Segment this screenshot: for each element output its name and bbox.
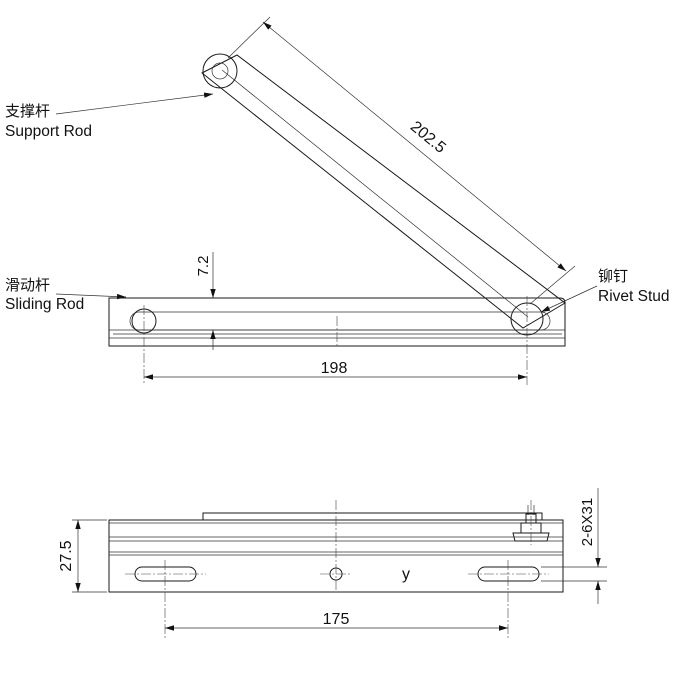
sliding-rod-label-en: Sliding Rod — [5, 296, 84, 313]
dimension-support-length: 202.5 — [227, 16, 576, 305]
sliding-rod — [108, 296, 566, 385]
slot-size-value: 2-6X31 — [579, 498, 596, 546]
support-rod-pivot — [202, 53, 238, 89]
support-rod — [201, 53, 566, 329]
dimension-slot-size: 2-6X31 — [541, 488, 607, 604]
callout-sliding-rod: 滑动杆 Sliding Rod — [5, 276, 127, 313]
dimension-slot-spacing: 175 — [165, 611, 508, 631]
top-view: 202.5 7.2 198 支撑杆 Support Rod 滑动杆 Slidin… — [5, 16, 670, 385]
rivet-stud-label-en: Rivet Stud — [598, 288, 670, 305]
side-body: y — [108, 500, 564, 638]
support-rod-label-en: Support Rod — [5, 123, 92, 140]
sliding-slot — [129, 311, 551, 331]
support-rod-label-cn: 支撑杆 — [5, 102, 50, 120]
side-symbol: y — [402, 566, 410, 583]
callout-rivet-stud: 铆钉 Rivet Stud — [540, 267, 670, 313]
support-length-value: 202.5 — [407, 118, 449, 157]
callout-support-rod: 支撑杆 Support Rod — [5, 92, 214, 140]
side-view: y 27.5 175 2-6X31 — [58, 488, 607, 638]
side-rivet — [512, 500, 550, 545]
rivet-stud-label-cn: 铆钉 — [598, 267, 628, 285]
slot-spacing-value: 175 — [323, 611, 350, 628]
sliding-rod-label-cn: 滑动杆 — [5, 276, 50, 294]
slide-length-value: 198 — [321, 360, 348, 377]
dimension-side-height: 27.5 — [58, 519, 107, 593]
dimension-slide-length: 198 — [144, 360, 527, 380]
offset-height-value: 7.2 — [195, 256, 212, 277]
side-height-value: 27.5 — [58, 540, 75, 571]
dimension-offset-height: 7.2 — [195, 252, 216, 350]
